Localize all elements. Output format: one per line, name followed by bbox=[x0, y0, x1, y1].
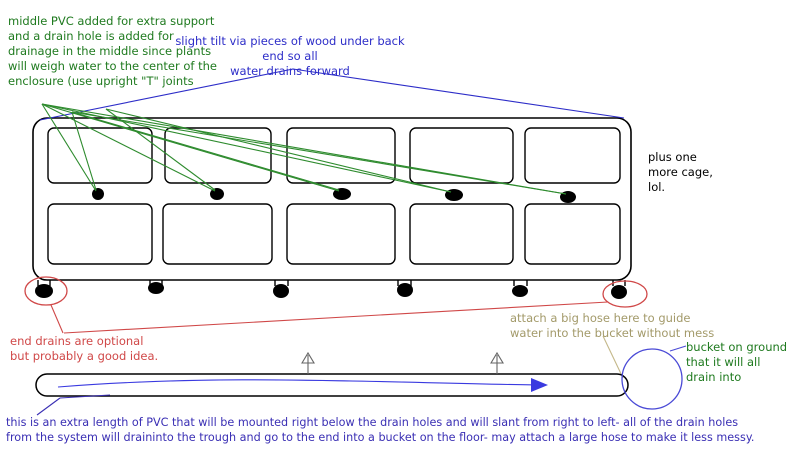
support-note: middle PVC added for extra support and a… bbox=[8, 14, 217, 88]
cage-cell bbox=[47, 127, 153, 184]
bottom-drain-hole bbox=[35, 284, 53, 298]
trough-pvc bbox=[35, 373, 629, 397]
cage-cell bbox=[286, 127, 396, 184]
bucket-note: bucket on ground that it will all drain … bbox=[686, 340, 788, 384]
tilt-note: slight tilt via pieces of wood under bac… bbox=[175, 34, 405, 78]
flow-line bbox=[57, 379, 537, 388]
cage-cell bbox=[409, 127, 514, 184]
end-drain-highlight bbox=[24, 276, 68, 306]
flow-arrow-icon bbox=[531, 378, 548, 392]
enclosure-frame bbox=[32, 117, 632, 281]
bucket bbox=[621, 348, 683, 410]
cage-cell bbox=[162, 203, 273, 265]
support-lines bbox=[41, 103, 567, 195]
bottom-drain-hole bbox=[273, 284, 289, 298]
cage-note: plus one more cage, lol. bbox=[648, 150, 713, 194]
middle-drain-hole bbox=[210, 188, 224, 200]
end-drain-highlight bbox=[602, 280, 648, 308]
bottom-drain-hole bbox=[512, 285, 528, 297]
up-arrow-icon bbox=[490, 351, 504, 374]
end-drains-note: end drains are optional but probably a g… bbox=[10, 334, 159, 363]
hose-note: attach a big hose here to guide water in… bbox=[510, 311, 715, 340]
trough-pointers bbox=[36, 394, 111, 416]
tilt-lines bbox=[39, 68, 625, 121]
trough-note: this is an extra length of PVC that will… bbox=[6, 416, 755, 444]
bottom-drain-hole bbox=[611, 285, 627, 299]
middle-drain-hole bbox=[92, 188, 104, 200]
cage-cell bbox=[286, 203, 396, 265]
legs bbox=[37, 280, 626, 286]
middle-drain-hole bbox=[560, 191, 576, 203]
cage-cell bbox=[409, 203, 514, 265]
cage-cell bbox=[164, 127, 272, 184]
bottom-drain-hole bbox=[397, 283, 413, 297]
cage-cell bbox=[524, 203, 621, 265]
cage-cell bbox=[524, 127, 621, 184]
bucket-pointer bbox=[669, 345, 687, 352]
bottom-drain-hole bbox=[148, 282, 164, 294]
up-arrow-icon bbox=[301, 351, 315, 374]
end-drain-pointers bbox=[50, 301, 609, 334]
cage-cell bbox=[47, 203, 153, 265]
hose-pointer bbox=[602, 335, 624, 379]
